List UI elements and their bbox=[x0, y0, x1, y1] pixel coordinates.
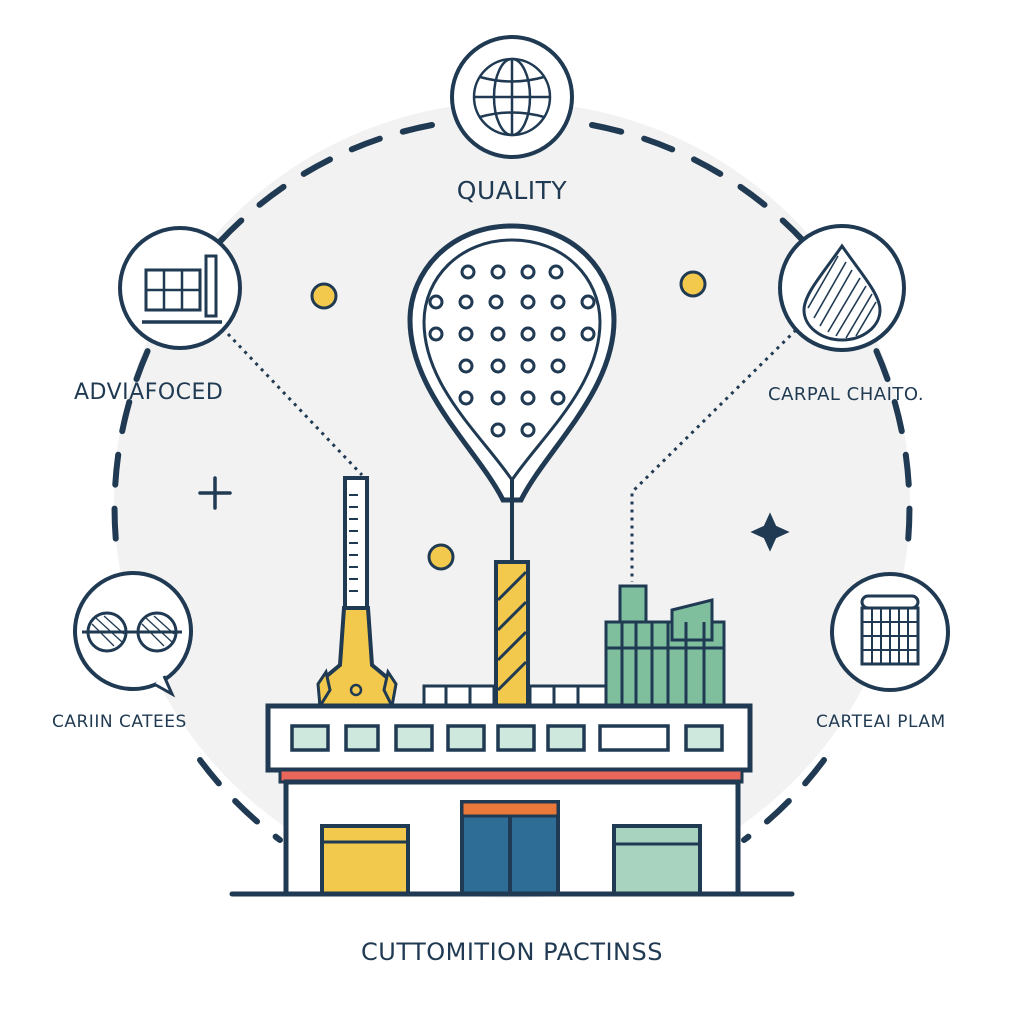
label-bottom-left: CARIIN CATEES bbox=[52, 712, 187, 732]
racket-illustration bbox=[407, 223, 617, 708]
label-bottom-right: CARTEAI PLAM bbox=[816, 712, 946, 732]
label-top-right: CARPAL CHAITO. bbox=[768, 384, 925, 405]
goggles-icon bbox=[73, 571, 193, 698]
roof-parapet bbox=[422, 684, 608, 708]
keypad-icon bbox=[830, 572, 950, 692]
sparkle-icon-left bbox=[198, 476, 232, 510]
footer-label: CUTTOMITION PACTINSS bbox=[361, 938, 663, 966]
connector-left bbox=[226, 332, 364, 477]
dotted-connectors bbox=[226, 328, 798, 582]
factory-building bbox=[229, 703, 795, 897]
label-top-left: ADVIAFOCED bbox=[74, 380, 224, 405]
window-panel-icon bbox=[118, 226, 242, 350]
droplet-icon bbox=[778, 224, 906, 352]
sparkle-icon-right bbox=[750, 512, 790, 552]
label-quality: QUALITY bbox=[456, 176, 568, 205]
green-buildings bbox=[604, 584, 726, 710]
globe-icon bbox=[450, 35, 574, 159]
accent-dots bbox=[310, 270, 707, 571]
connector-right bbox=[630, 328, 798, 582]
